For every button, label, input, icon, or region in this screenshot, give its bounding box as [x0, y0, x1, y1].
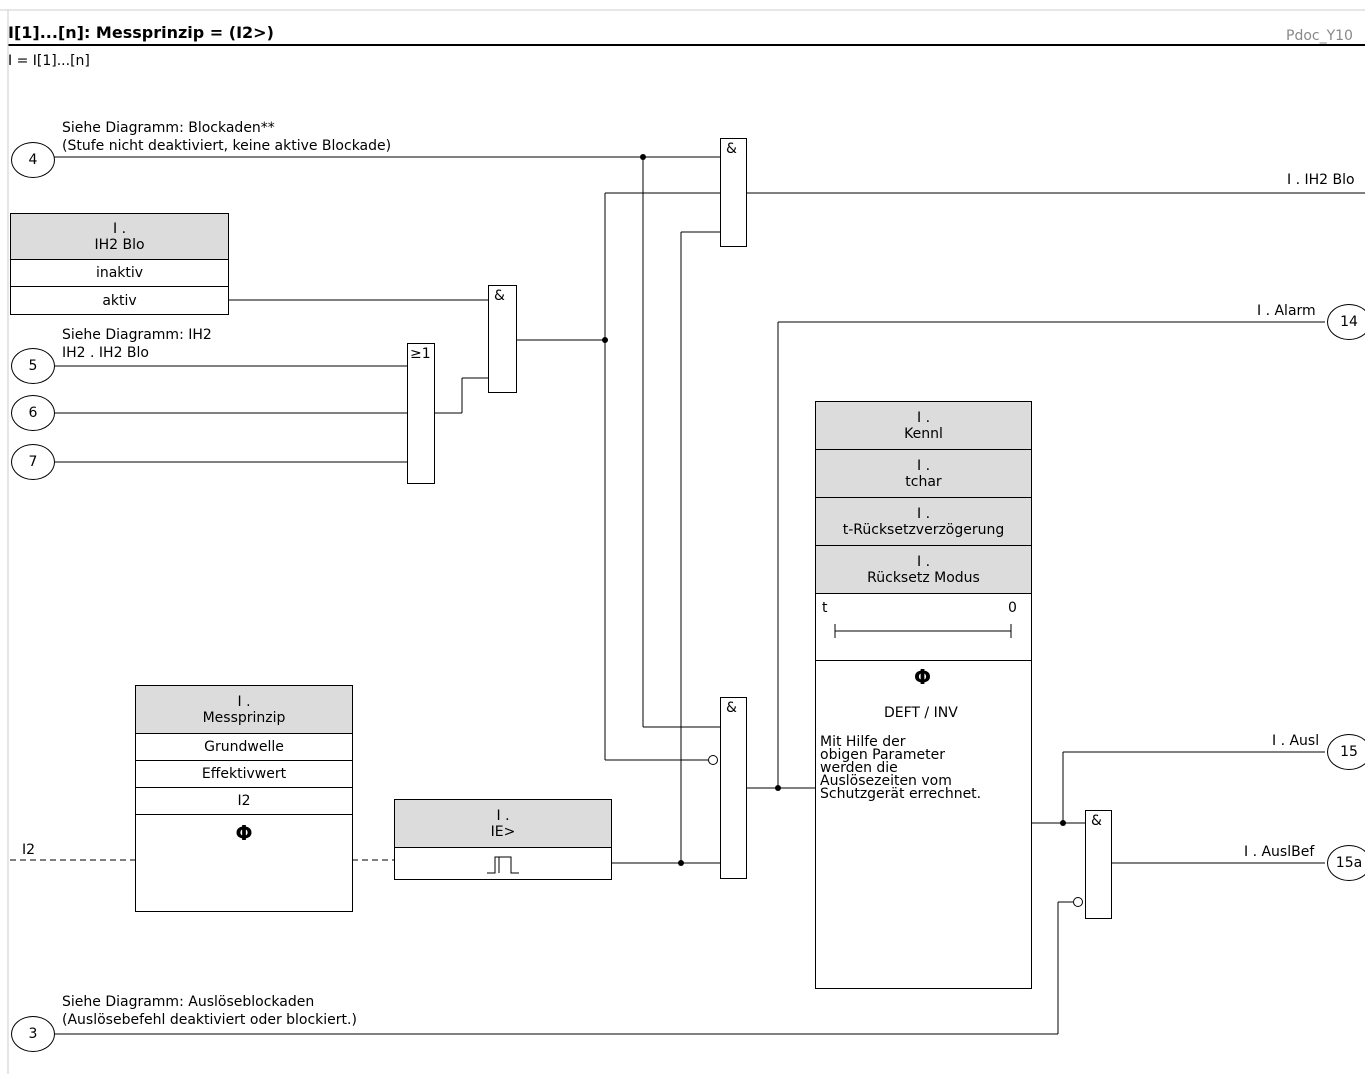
- and-gate-symbol: &: [726, 141, 737, 157]
- desc-line: Auslösezeiten vom: [820, 773, 952, 789]
- input-3-label-line2: (Auslösebefehl deaktiviert oder blockier…: [62, 1012, 357, 1028]
- output-ih2-blo-label: I . IH2 Blo: [1287, 172, 1355, 188]
- desc-line: werden die: [820, 760, 898, 776]
- reset-delay-name: t-Rücksetzverzögerung: [842, 521, 1005, 538]
- input-3-connector: 3: [11, 1016, 55, 1052]
- kennl-name: Kennl: [904, 425, 943, 442]
- ih2-blo-option-inaktiv: inaktiv: [11, 260, 228, 287]
- junction-dot: [678, 860, 684, 866]
- input-5-label-line1: Siehe Diagramm: IH2: [62, 327, 212, 343]
- junction-dot: [602, 337, 608, 343]
- and-gate-trip: &: [1085, 810, 1112, 919]
- phi-symbol: Φ: [914, 665, 932, 689]
- threshold-step-icon: [487, 856, 519, 874]
- input-4-label-line1: Siehe Diagramm: Blockaden**: [62, 120, 275, 136]
- input-5-label-line2: IH2 . IH2 Blo: [62, 345, 149, 361]
- output-15a-connector: 15a: [1327, 845, 1365, 881]
- calc-section: Φ DEFT / INV Mit Hilfe der obigen Parame…: [816, 661, 1031, 989]
- timer-zero-label: 0: [1008, 600, 1017, 616]
- and-gate-ih2: &: [488, 285, 517, 393]
- messprinzip-option-effektivwert: Effektivwert: [136, 761, 352, 788]
- desc-line: Schutzgerät errechnet.: [820, 786, 982, 802]
- timer-t-label: t: [822, 600, 828, 616]
- desc-line: obigen Parameter: [820, 747, 946, 763]
- messprinzip-header-name: Messprinzip: [202, 709, 286, 726]
- ih2-blo-option-aktiv: aktiv: [102, 292, 137, 309]
- messprinzip-parameter-box: I . Messprinzip Grundwelle Effektivwert …: [135, 685, 353, 912]
- and-gate-symbol: &: [494, 288, 505, 304]
- ie-header-prefix: I .: [496, 807, 510, 824]
- inverter-bubble: [708, 755, 718, 765]
- or-gate-symbol: ≥1: [410, 346, 431, 362]
- document-reference: Pdoc_Y10: [1286, 28, 1353, 44]
- page-title: I[1]...[n]: Messprinzip = (I2>): [8, 23, 274, 42]
- messprinzip-header-prefix: I .: [237, 693, 251, 710]
- timer-section: t 0: [816, 594, 1031, 661]
- ie-header-name: IE>: [490, 823, 516, 840]
- and-gate-symbol: &: [726, 700, 737, 716]
- input-i2-label: I2: [22, 842, 36, 858]
- kennl-parameter: I . Kennl: [816, 402, 1031, 450]
- desc-line: Mit Hilfe der: [820, 734, 906, 750]
- and-gate-top: &: [720, 138, 747, 247]
- junction-dot: [775, 785, 781, 791]
- tchar-parameter: I . tchar: [816, 450, 1031, 498]
- mode-label: DEFT / INV: [884, 705, 958, 721]
- ie-header: I . IE>: [395, 800, 611, 848]
- reset-delay-parameter: I . t-Rücksetzverzögerung: [816, 498, 1031, 546]
- or-gate: ≥1: [407, 343, 435, 484]
- output-ausl-label: I . Ausl: [1272, 733, 1320, 749]
- kennl-prefix: I .: [916, 409, 931, 426]
- ie-threshold-box: I . IE>: [394, 799, 612, 880]
- and-gate-symbol: &: [1091, 813, 1102, 829]
- messprinzip-phi: Φ: [136, 815, 352, 845]
- and-gate-main: &: [720, 697, 747, 879]
- phi-symbol: Φ: [235, 821, 253, 845]
- output-alarm-label: I . Alarm: [1257, 303, 1316, 319]
- ih2-blo-header-name: IH2 Blo: [94, 236, 145, 253]
- output-auslbef-label: I . AuslBef: [1244, 844, 1315, 860]
- input-4-connector: 4: [11, 142, 55, 178]
- tchar-prefix: I .: [916, 457, 931, 474]
- tchar-name: tchar: [905, 473, 942, 490]
- junction-dot: [640, 154, 646, 160]
- input-5-connector: 5: [11, 348, 55, 384]
- characteristic-block: I . Kennl I . tchar I . t-Rücksetzverzög…: [815, 401, 1032, 989]
- input-3-label-line1: Siehe Diagramm: Auslöseblockaden: [62, 994, 315, 1010]
- inverter-bubble: [1073, 897, 1083, 907]
- ih2-blo-header-prefix: I .: [112, 220, 127, 237]
- reset-mode-parameter: I . Rücksetz Modus: [816, 546, 1031, 594]
- messprinzip-option-grundwelle: Grundwelle: [136, 734, 352, 761]
- messprinzip-option-i2: I2: [136, 788, 352, 815]
- ih2-blo-parameter-box: I . IH2 Blo inaktiv aktiv: [10, 213, 229, 315]
- reset-delay-prefix: I .: [916, 505, 931, 522]
- timer-range-icon: [834, 624, 1012, 638]
- reset-mode-prefix: I .: [916, 553, 931, 570]
- input-6-connector: 6: [11, 395, 55, 431]
- input-7-connector: 7: [11, 444, 55, 480]
- output-15-connector: 15: [1327, 734, 1365, 770]
- page-subtitle: I = I[1]...[n]: [8, 53, 90, 69]
- output-14-connector: 14: [1327, 304, 1365, 340]
- ih2-blo-header: I . IH2 Blo: [11, 214, 228, 260]
- input-4-label-line2: (Stufe nicht deaktiviert, keine aktive B…: [62, 138, 392, 154]
- messprinzip-header: I . Messprinzip: [136, 686, 352, 734]
- reset-mode-name: Rücksetz Modus: [867, 569, 980, 586]
- junction-dot: [1060, 820, 1066, 826]
